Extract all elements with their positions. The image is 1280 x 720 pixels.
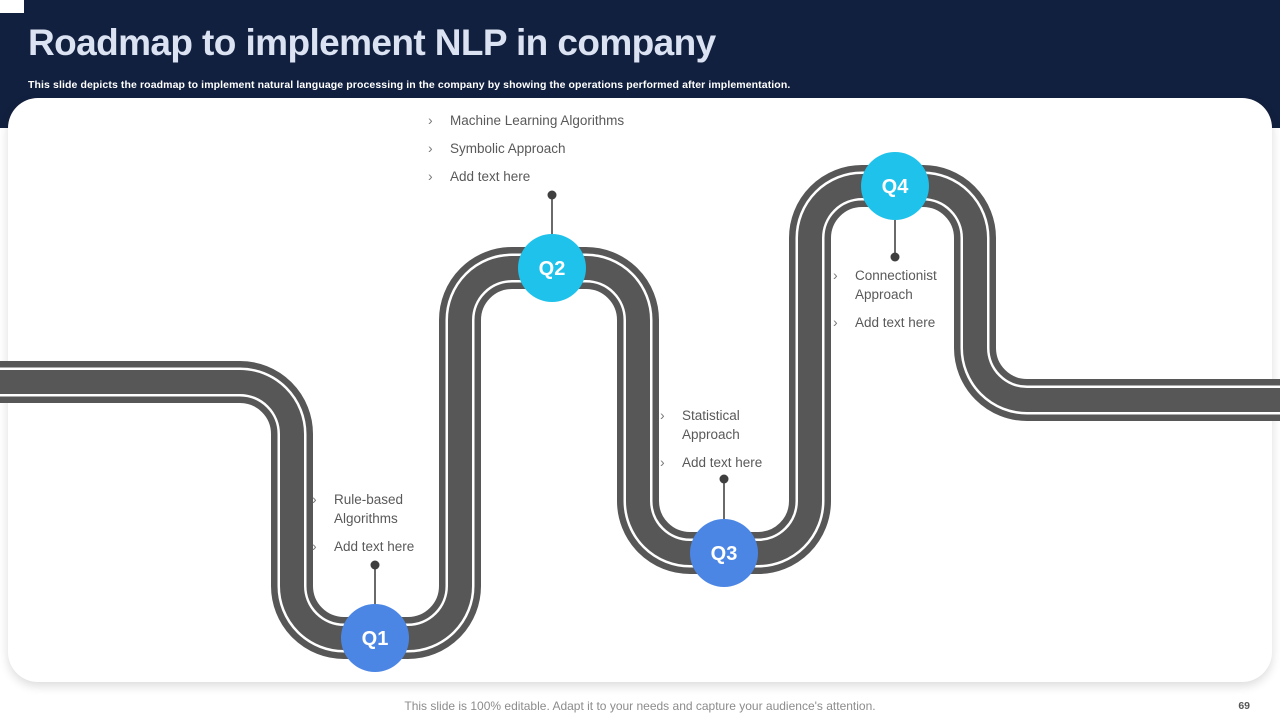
bullet-icon: › [428,112,433,128]
note-item[interactable]: › Add text here [428,167,678,186]
note-text: Rule-based Algorithms [334,492,404,526]
milestone-notes-q2: › Machine Learning Algorithms › Symbolic… [428,111,678,195]
milestone-notes-q1: › Rule-based Algorithms › Add text here [312,490,444,565]
milestone-label-q4: Q4 [882,176,910,198]
note-text: Add text here [334,539,415,554]
bullet-icon: › [833,314,838,330]
connector-dot-q1 [370,560,380,570]
note-item[interactable]: › Rule-based Algorithms [312,490,444,528]
bullet-icon: › [428,140,433,156]
milestone-notes-q4: › Connectionist Approach › Add text here [833,266,965,341]
connector-dot-q3 [719,474,729,484]
note-text: Machine Learning Algorithms [450,113,625,128]
note-text: Connectionist Approach [855,268,937,302]
bullet-icon: › [428,168,433,184]
note-item[interactable]: › Statistical Approach [660,406,792,444]
note-item[interactable]: › Symbolic Approach [428,139,678,158]
milestone-circle-q4[interactable] [861,152,929,220]
note-item[interactable]: › Connectionist Approach [833,266,965,304]
milestone-circle-q3[interactable] [690,519,758,587]
connector-dot-q2 [547,190,557,200]
milestone-circle-q2[interactable] [518,234,586,302]
milestone-label-q1: Q1 [362,628,389,650]
note-item[interactable]: › Add text here [660,453,792,472]
footer-note: This slide is 100% editable. Adapt it to… [404,699,876,713]
milestone-label-q2: Q2 [539,258,566,280]
page-title[interactable]: Roadmap to implement NLP in company [28,22,716,63]
bullet-icon: › [660,454,665,470]
note-text: Add text here [855,315,936,330]
note-item[interactable]: › Add text here [312,537,444,556]
note-item[interactable]: › Machine Learning Algorithms [428,111,678,130]
milestone-circle-q1[interactable] [341,604,409,672]
slide-corner-notch [0,0,24,13]
page-subtitle[interactable]: This slide depicts the roadmap to implem… [28,79,791,91]
connector-dot-q4 [890,252,900,262]
milestone-notes-q3: › Statistical Approach › Add text here [660,406,792,481]
road-surface [0,186,1280,638]
bullet-icon: › [833,267,838,283]
note-text: Add text here [450,169,531,184]
note-text: Symbolic Approach [450,141,566,156]
bullet-icon: › [660,407,665,423]
bullet-icon: › [312,538,317,554]
note-item[interactable]: › Add text here [833,313,965,332]
note-text: Statistical Approach [682,408,740,442]
bullet-icon: › [312,491,317,507]
page-number: 69 [1238,700,1250,712]
milestone-label-q3: Q3 [711,543,738,565]
note-text: Add text here [682,455,763,470]
